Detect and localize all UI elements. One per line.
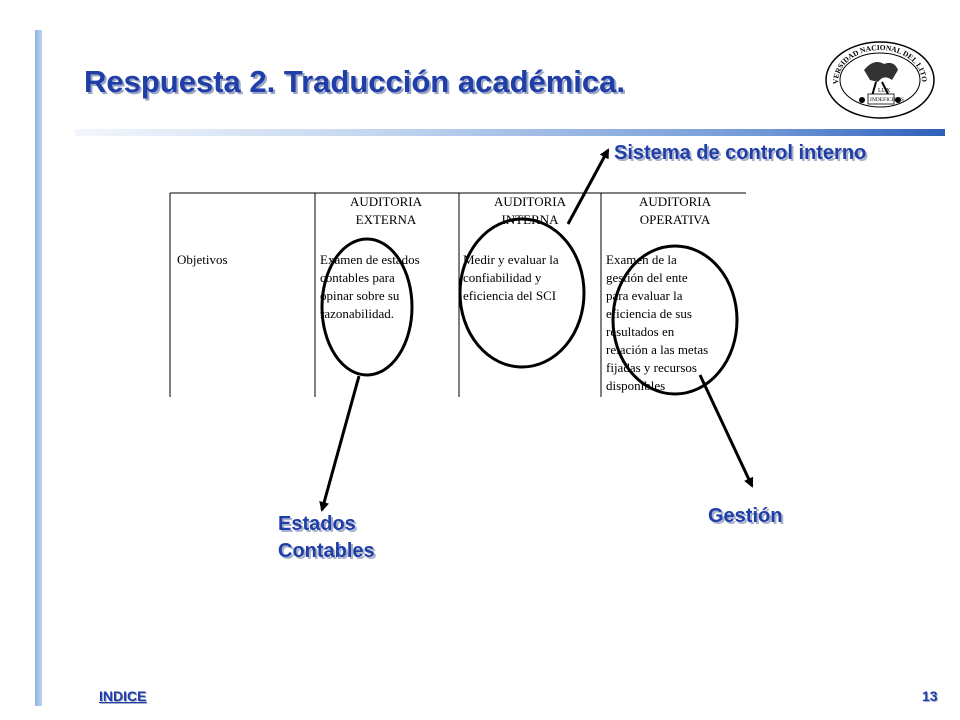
page-number: 13: [922, 688, 938, 704]
cell-externa: Examen de estados contables para opinar …: [320, 252, 420, 321]
highlight-ellipse-operativa: [611, 244, 739, 396]
header-operativa: AUDITORIA OPERATIVA: [639, 194, 711, 227]
row-label-objetivos: Objetivos: [177, 252, 228, 267]
arrow-to-estados: [319, 375, 361, 512]
header-externa: AUDITORIA EXTERNA: [350, 194, 422, 227]
seal-motto-2: INDEFICIENS: [870, 97, 904, 103]
arrow-to-gestion: [698, 374, 754, 488]
university-seal: UNIVERSIDAD NACIONAL DEL LITORAL LUX IND…: [824, 40, 935, 119]
label-sistema-control-interno: Sistema de control interno: [614, 142, 867, 164]
arrow-to-sistema: [566, 148, 610, 225]
highlight-ellipse-interna: [458, 217, 586, 369]
indice-link[interactable]: INDICE: [99, 688, 147, 704]
label-estados-contables: Estados Contables: [278, 513, 375, 562]
cell-interna: Medir y evaluar la confiabilidad y efici…: [463, 252, 559, 303]
left-accent-bar: [35, 30, 42, 706]
label-gestion: Gestión: [708, 505, 783, 527]
seal-motto-1: LUX: [878, 88, 891, 94]
title-underline: [75, 129, 945, 136]
highlight-ellipse-externa: [320, 237, 414, 377]
slide-title: Respuesta 2. Traducción académica.: [84, 64, 626, 99]
